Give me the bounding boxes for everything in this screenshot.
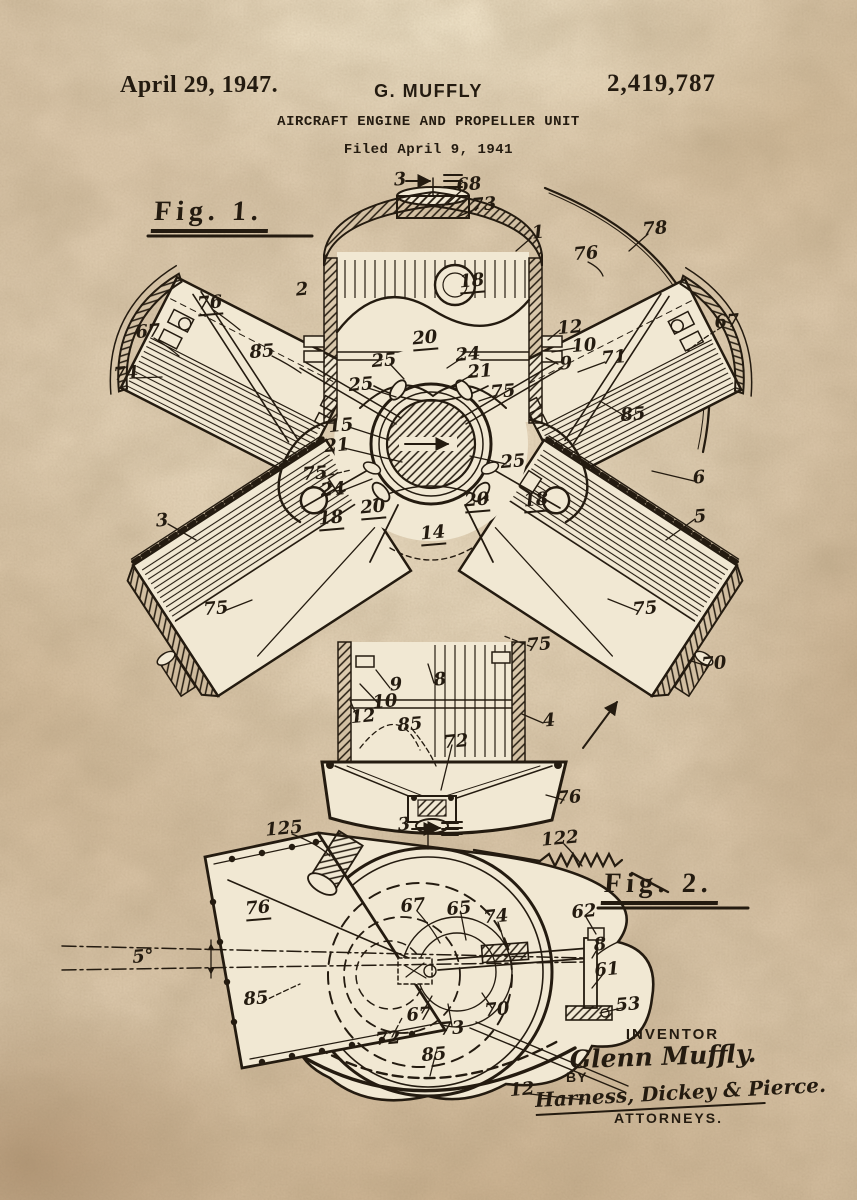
fig1-label: Fig. 1. (150, 196, 271, 233)
inventor-caption: INVENTOR (625, 1026, 720, 1043)
attorneys-caption: ATTORNEYS. (614, 1110, 723, 1126)
patent-title: AIRCRAFT ENGINE AND PROPELLER UNIT (277, 114, 580, 130)
inventor-shortname: G. MUFFLY (374, 81, 483, 101)
filed-date: Filed April 9, 1941 (343, 142, 514, 158)
patent-number: 2,419,787 (607, 70, 716, 97)
issue-date: April 29, 1947. (120, 72, 279, 98)
by-label: BY (566, 1069, 588, 1085)
fig2-label: Fig. 2. (600, 868, 721, 905)
